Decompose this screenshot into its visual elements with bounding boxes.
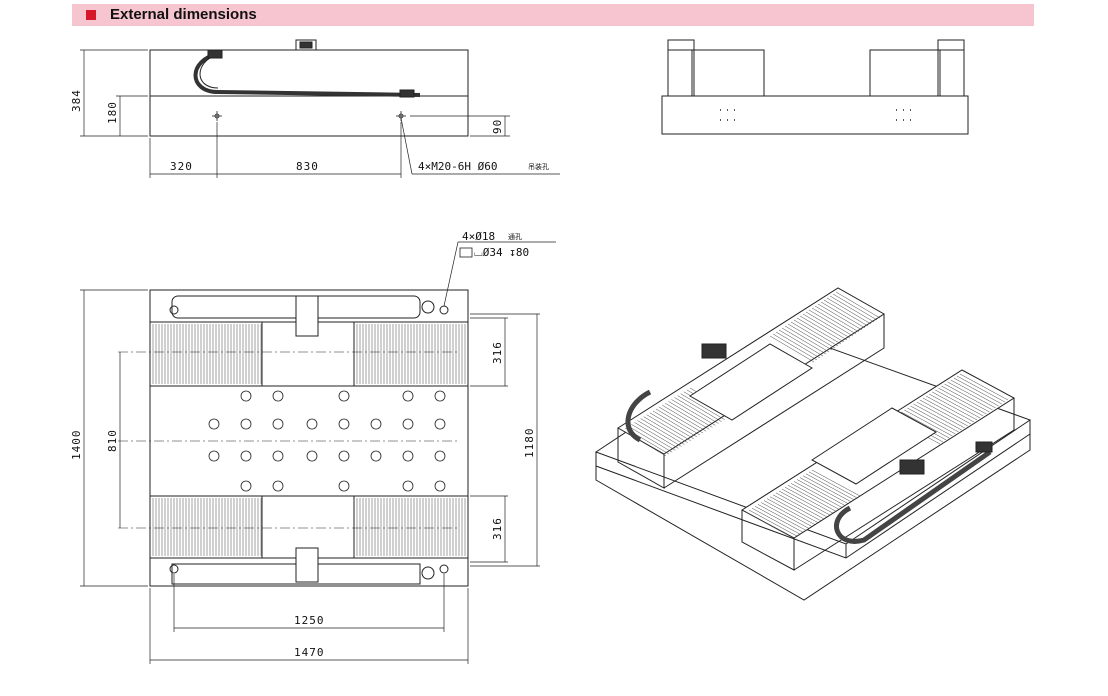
- dim-height-base: 180: [106, 101, 119, 124]
- dim-rail-lower: 316: [491, 517, 504, 540]
- side-view: [80, 39, 560, 178]
- dim-offset-left: 320: [170, 160, 193, 173]
- dim-height-total: 384: [70, 89, 83, 112]
- dim-hole-height: 90: [491, 119, 504, 134]
- header-marker-icon: [86, 10, 96, 20]
- section-title: External dimensions: [110, 6, 257, 23]
- dim-total-depth: 1400: [70, 430, 83, 461]
- dim-total-width: 1470: [294, 646, 325, 659]
- dim-inner-depth: 1180: [523, 428, 536, 459]
- end-view: [661, 39, 969, 135]
- isometric-view: [594, 287, 1032, 601]
- note-lift-holes-cn: 吊装孔: [528, 162, 549, 171]
- note-through-holes: 4×Ø18: [462, 230, 495, 243]
- top-view: [80, 241, 556, 664]
- note-counterbore: ⌴Ø34 ↧80: [474, 246, 529, 259]
- note-through-holes-cn: 通孔: [508, 232, 522, 241]
- dim-rail-upper: 316: [491, 341, 504, 364]
- dim-hole-span: 1250: [294, 614, 325, 627]
- section-header: External dimensions: [72, 4, 1034, 26]
- dim-axis-spacing: 810: [106, 429, 119, 452]
- dim-hole-spacing: 830: [296, 160, 319, 173]
- note-lift-holes: 4×M20-6H Ø60: [418, 160, 497, 173]
